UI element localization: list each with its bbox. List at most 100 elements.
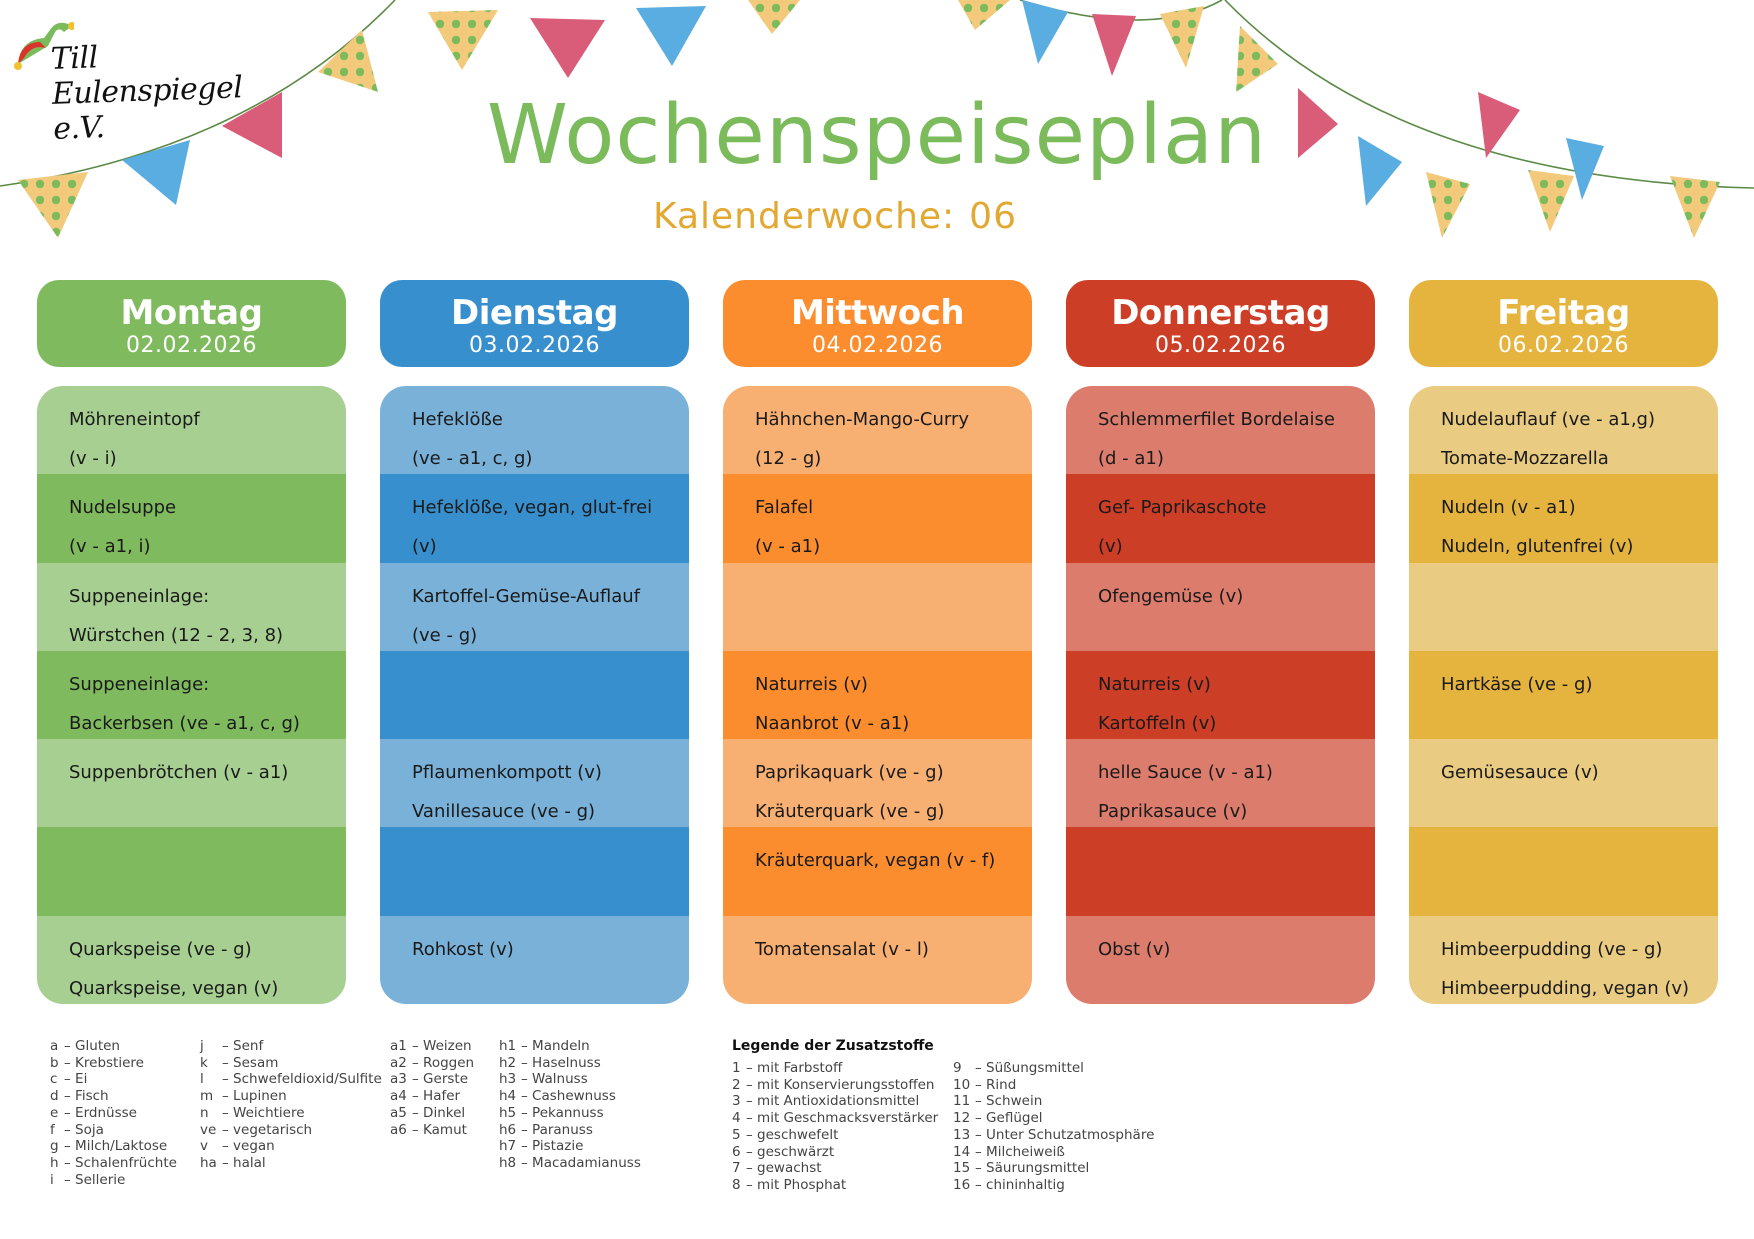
legend-key: l bbox=[200, 1071, 204, 1088]
legend-item: c– Ei bbox=[50, 1071, 177, 1088]
menu-row: helle Sauce (v - a1) Paprikasauce (v) bbox=[1066, 739, 1375, 828]
legend-item: ha– halal bbox=[200, 1155, 382, 1172]
legend-key: i bbox=[50, 1171, 54, 1188]
legend-dash: – bbox=[64, 1138, 76, 1155]
menu-row bbox=[1409, 562, 1718, 651]
menu-row: Suppenbrötchen (v - a1) bbox=[37, 739, 346, 828]
day-menu-dienstag: Hefeklöße(ve - a1, c, g)Hefeklöße, vegan… bbox=[380, 386, 689, 1004]
legend-dash: – bbox=[222, 1154, 234, 1171]
legend-key: e bbox=[50, 1104, 59, 1121]
legend-dash: – bbox=[975, 1176, 987, 1193]
menu-row: Hähnchen-Mango-Curry(12 - g) bbox=[723, 386, 1032, 475]
menu-row: Quarkspeise (ve - g)Quarkspeise, vegan (… bbox=[37, 915, 346, 1004]
legend-key: h6 bbox=[499, 1121, 517, 1138]
legend-key: h8 bbox=[499, 1154, 517, 1171]
legend-dash: – bbox=[222, 1138, 234, 1155]
legend-item: h2– Haselnuss bbox=[499, 1055, 641, 1072]
menu-item-line: Naturreis (v) bbox=[755, 673, 868, 695]
menu-item-line: Gef- Paprikaschote bbox=[1098, 497, 1267, 519]
menu-item-line: Suppenbrötchen (v - a1) bbox=[69, 762, 289, 784]
legend-item: b– Krebstiere bbox=[50, 1055, 177, 1072]
legend-dash: – bbox=[746, 1176, 758, 1193]
menu-item-line: Paprikasauce (v) bbox=[1098, 801, 1248, 823]
menu-item-line: Hefeklöße, vegan, glut-frei bbox=[412, 497, 653, 519]
legend-item: h8– Macadamianuss bbox=[499, 1155, 641, 1172]
legend-dash: – bbox=[412, 1071, 424, 1088]
menu-row: Tomatensalat (v - l) bbox=[723, 915, 1032, 1004]
legend-item: 2– mit Konservierungsstoffen bbox=[732, 1077, 938, 1094]
legend-label: Hafer bbox=[423, 1088, 461, 1105]
legend-label: vegan bbox=[233, 1138, 275, 1155]
legend-dash: – bbox=[222, 1038, 234, 1054]
legend-key: m bbox=[200, 1088, 214, 1105]
legend-item: 3– mit Antioxidationsmittel bbox=[732, 1093, 938, 1110]
legend-dash: – bbox=[64, 1171, 76, 1188]
menu-row bbox=[1409, 827, 1718, 916]
legend-label: mit Geschmacksverstärker bbox=[757, 1110, 939, 1127]
legend-item: j – Senf bbox=[200, 1038, 382, 1055]
day-menu-montag: Möhreneintopf(v - i)Nudelsuppe(v - a1, i… bbox=[37, 386, 346, 1004]
legend-key: 5 bbox=[732, 1126, 741, 1143]
legend-key: h4 bbox=[499, 1088, 517, 1105]
legend-key: 16 bbox=[953, 1176, 971, 1193]
legend-dash: – bbox=[222, 1104, 234, 1121]
menu-item-line: Rohkost (v) bbox=[412, 938, 514, 960]
menu-row: Pflaumenkompott (v)Vanillesauce (ve - g) bbox=[380, 739, 689, 828]
legend-item: l– Schwefeldioxid/Sulfite bbox=[200, 1071, 382, 1088]
legend-item: 8– mit Phosphat bbox=[732, 1177, 938, 1194]
day-date: 04.02.2026 bbox=[812, 333, 943, 358]
legend-label: Senf bbox=[233, 1038, 264, 1054]
legend-dash: – bbox=[975, 1093, 987, 1110]
legend-label: geschwärzt bbox=[757, 1143, 835, 1160]
legend-label: Soja bbox=[75, 1121, 104, 1138]
legend-key: 7 bbox=[732, 1160, 741, 1177]
menu-item-line: Nudeln (v - a1) bbox=[1441, 497, 1576, 519]
legend-dash: – bbox=[64, 1154, 76, 1171]
legend-key: a6 bbox=[390, 1121, 407, 1138]
legend-dash: – bbox=[521, 1038, 533, 1054]
menu-item-line: Kräuterquark (ve - g) bbox=[755, 801, 945, 823]
menu-item-line: (ve - g) bbox=[412, 624, 478, 646]
legend-item: h6– Paranuss bbox=[499, 1122, 641, 1139]
legend-dash: – bbox=[975, 1110, 987, 1127]
legend-label: Gerste bbox=[423, 1071, 468, 1088]
legend-label: Erdnüsse bbox=[75, 1104, 137, 1121]
week-number: 06 bbox=[969, 196, 1017, 237]
menu-row: Himbeerpudding (ve - g)Himbeerpudding, v… bbox=[1409, 915, 1718, 1004]
menu-item-line: Hefeklöße bbox=[412, 409, 503, 430]
legend-key: 12 bbox=[953, 1110, 971, 1127]
menu-item-line: helle Sauce (v - a1) bbox=[1098, 762, 1273, 784]
legend-label: Pekannuss bbox=[532, 1104, 604, 1121]
legend-dash: – bbox=[521, 1088, 533, 1105]
menu-row: Nudelsuppe(v - a1, i) bbox=[37, 474, 346, 563]
day-name: Mittwoch bbox=[790, 293, 965, 333]
legend-key: h2 bbox=[499, 1054, 517, 1071]
legend-key: n bbox=[200, 1104, 209, 1121]
menu-item-line: Nudelauflauf (ve - a1,g) bbox=[1441, 409, 1655, 430]
legend-label: halal bbox=[233, 1154, 266, 1171]
legend-item: 14– Milcheiweiß bbox=[953, 1144, 1154, 1161]
jester-hat-icon bbox=[14, 22, 74, 70]
legend-key: 13 bbox=[953, 1126, 971, 1143]
legend-key: h7 bbox=[499, 1138, 517, 1155]
menu-row: Ofengemüse (v) bbox=[1066, 562, 1375, 651]
legend-key: j bbox=[200, 1038, 204, 1054]
menu-row: Hartkäse (ve - g) bbox=[1409, 650, 1718, 740]
legend-key: k bbox=[200, 1054, 208, 1071]
page-title: Wochenspeiseplan bbox=[486, 88, 1268, 183]
day-name: Freitag bbox=[1497, 293, 1630, 333]
legend-label: Kamut bbox=[423, 1121, 467, 1138]
day-date: 06.02.2026 bbox=[1498, 333, 1629, 358]
menu-item-line: (d - a1) bbox=[1098, 448, 1164, 469]
legend-key: 8 bbox=[732, 1176, 741, 1193]
legend-item: h1– Mandeln bbox=[499, 1038, 641, 1055]
legend-label: Cashewnuss bbox=[532, 1088, 616, 1105]
legend-dash: – bbox=[746, 1060, 758, 1076]
legend-item: a3– Gerste bbox=[390, 1071, 474, 1088]
legend-label: Sellerie bbox=[75, 1171, 126, 1188]
